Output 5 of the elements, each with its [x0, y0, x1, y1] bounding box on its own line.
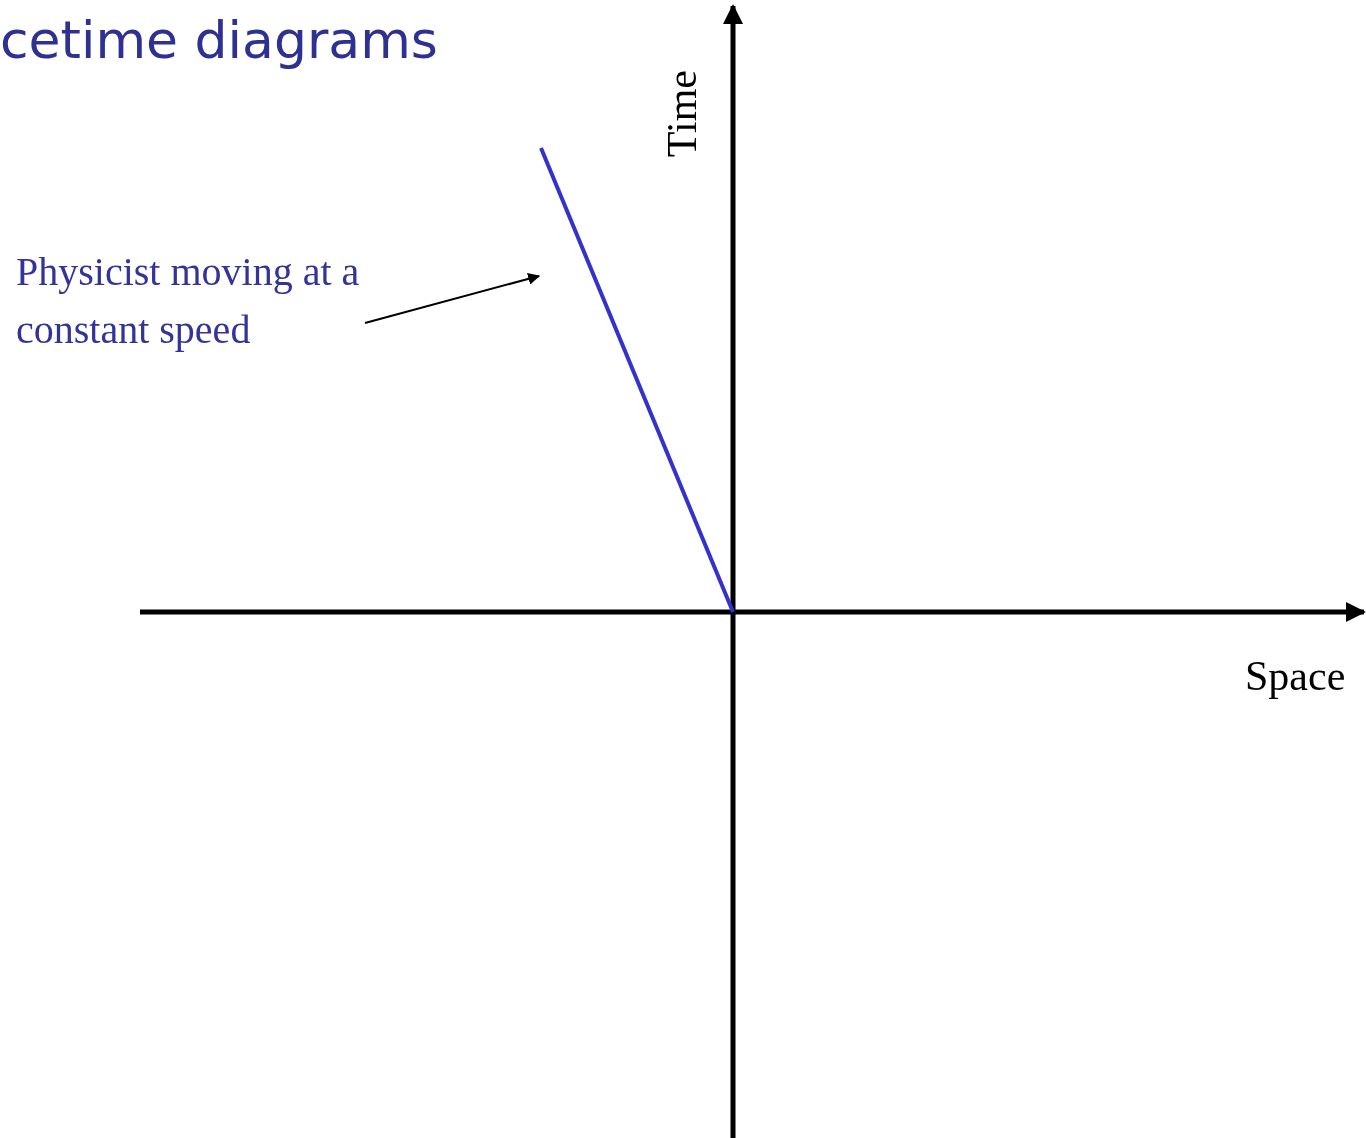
axis-label: Time [658, 70, 706, 158]
axis-label: Space [1245, 652, 1346, 700]
annotation-text: Physicist moving at a constant speed [16, 243, 406, 359]
slide-title: cetime diagrams [0, 9, 438, 72]
leader-arrow [364, 273, 541, 324]
